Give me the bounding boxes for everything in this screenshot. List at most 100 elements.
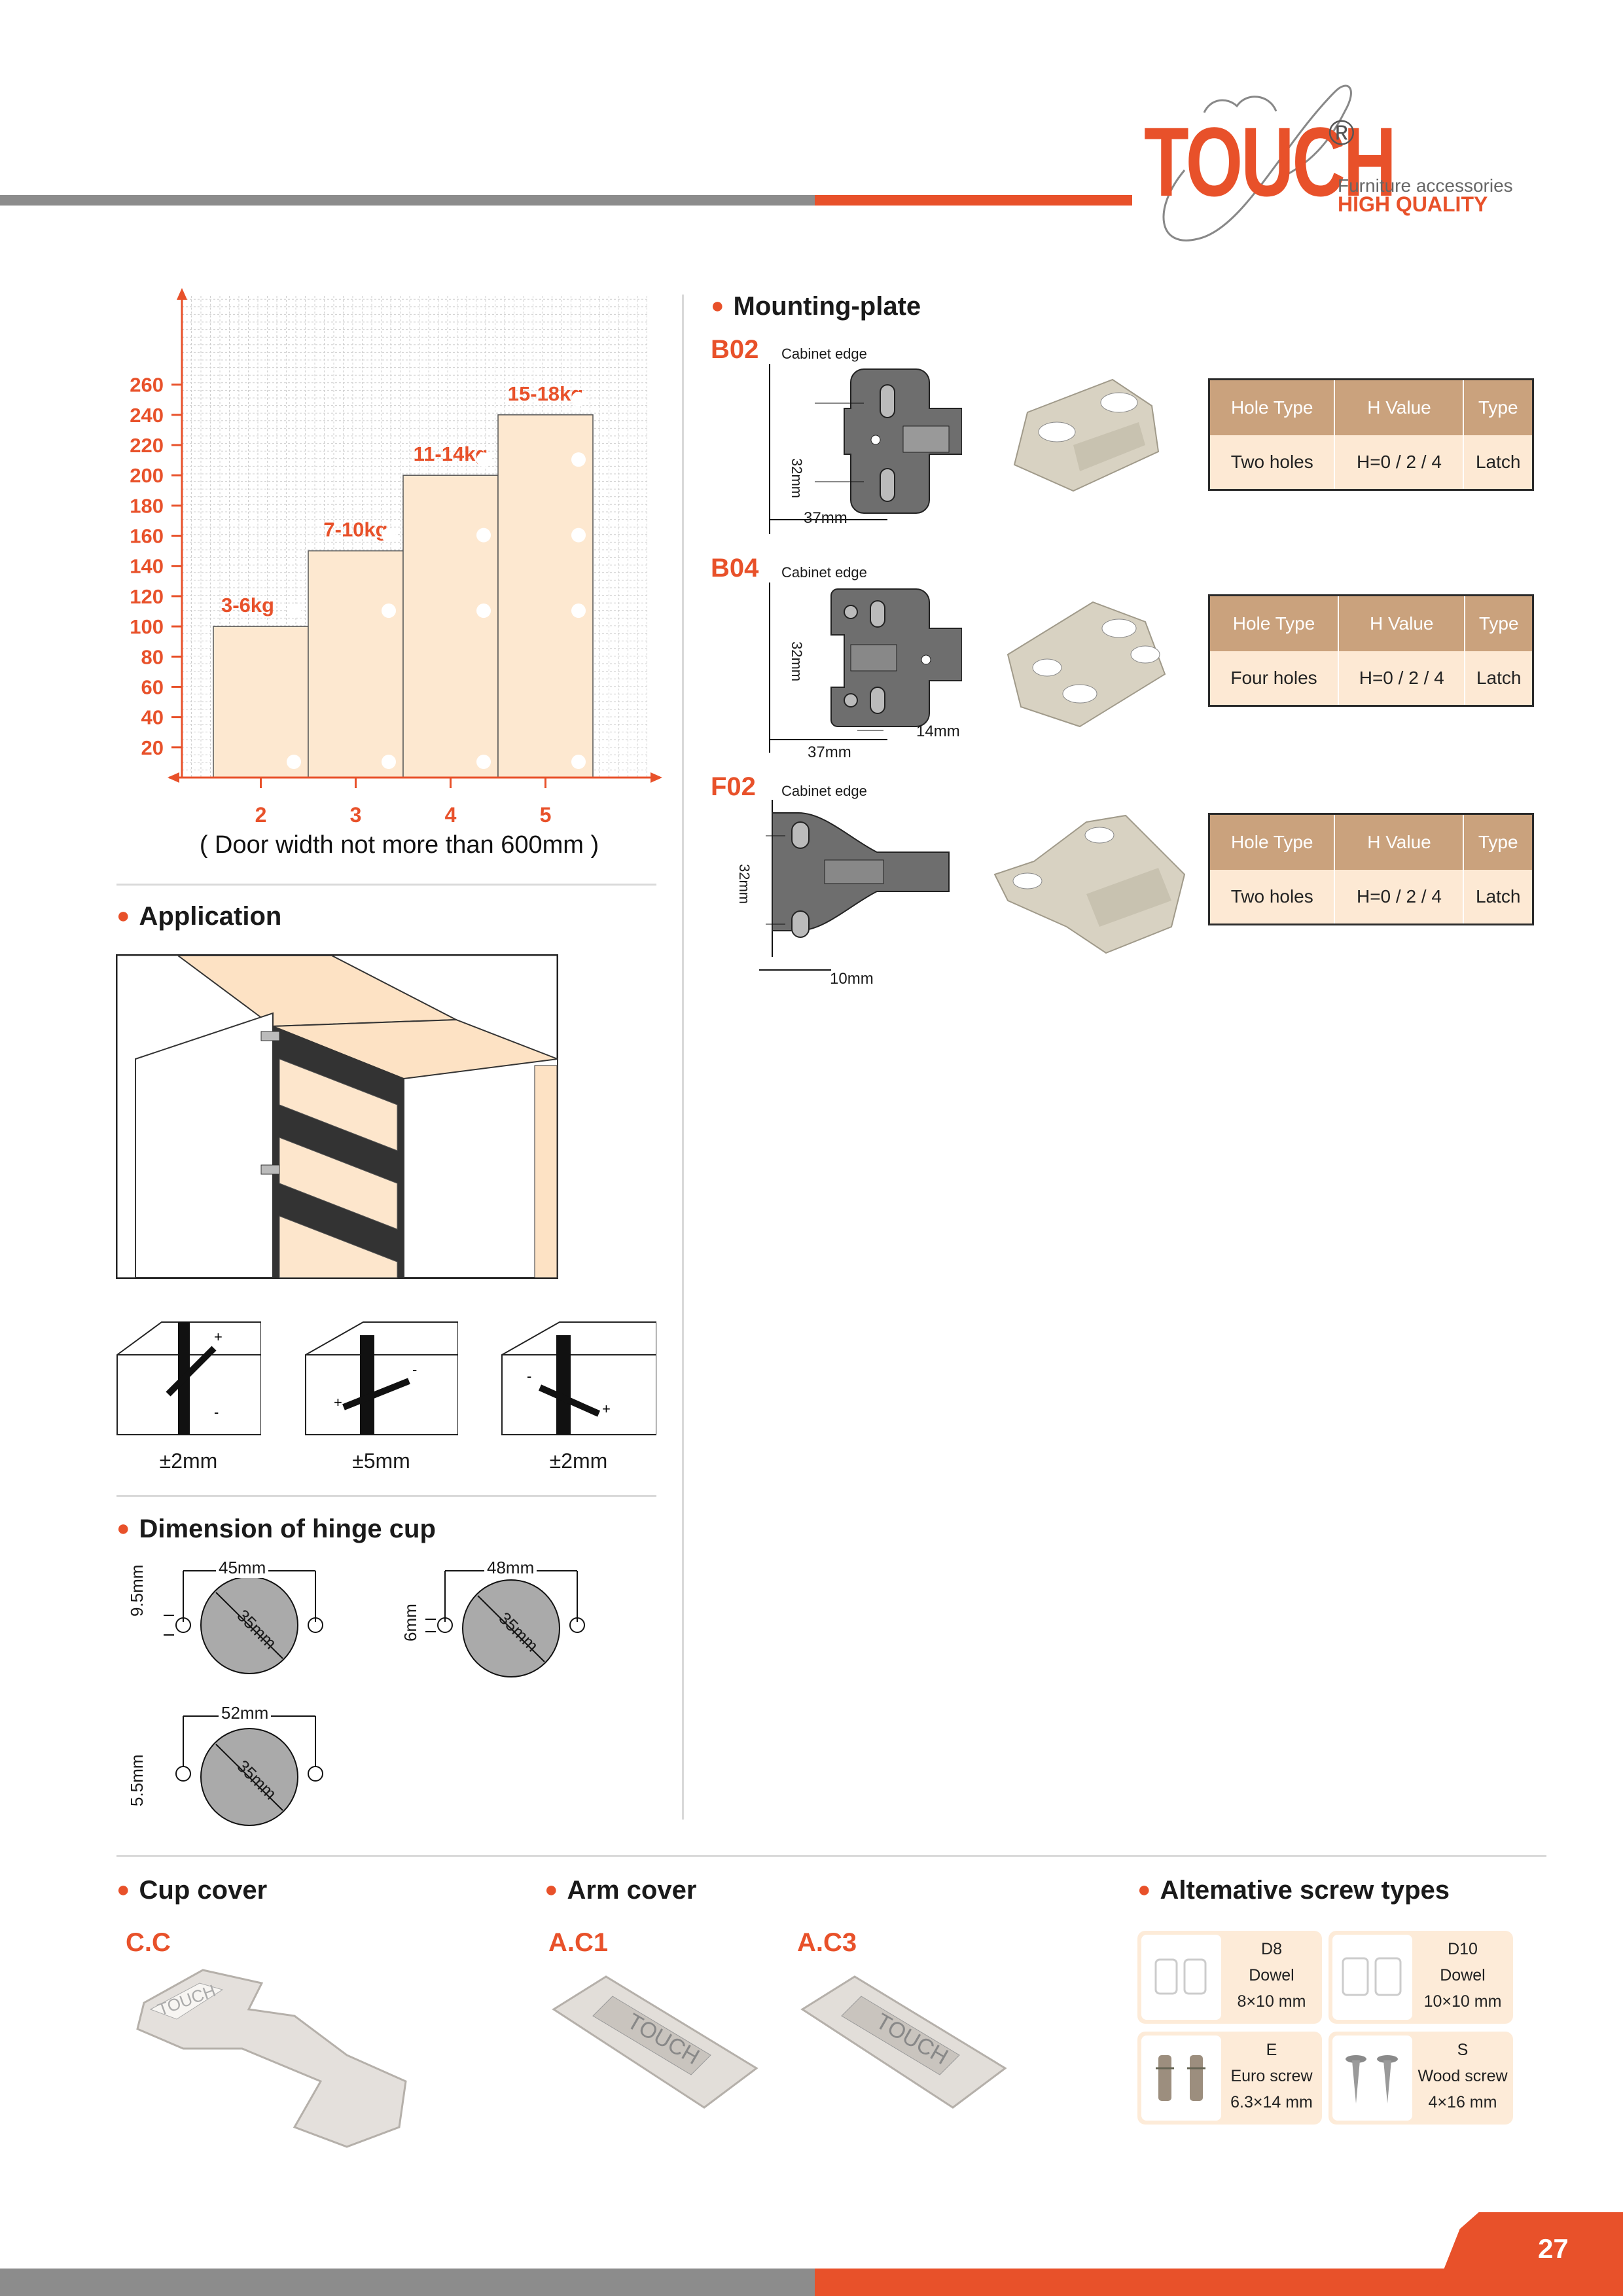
cell-h-value: H=0 / 2 / 4 [1334,870,1464,925]
plate-b04-height: 32mm [789,641,805,682]
hinge-dot [476,603,491,619]
adjust-side-icon: +- [305,1321,458,1435]
x-tick-label: 4 [445,803,457,827]
adjust-depth-icon: +- [116,1321,261,1435]
svg-text:+: + [334,1394,342,1410]
svg-text:-: - [527,1368,531,1384]
arm-cover-title: ●Arm cover [544,1876,697,1905]
adjust-label-2: ±5mm [352,1449,410,1473]
bar-label: 15-18kg [508,382,583,405]
hinge-cup-title: ●Dimension of hinge cup [116,1515,436,1543]
plate-f02-drawing [759,800,950,971]
cabinet-edge-label: Cabinet edge [781,783,867,799]
adjust-label-1: ±2mm [159,1449,218,1473]
application-cabinet-illustration [116,954,558,1279]
cup-cover-title: ●Cup cover [116,1876,268,1905]
cell-type: Latch [1463,435,1533,490]
header-hole-type: Hole Type [1209,595,1339,651]
bar-label: 11-14kg [414,442,488,465]
hinge-cup-diagram [425,1570,585,1677]
vertical-divider [682,295,684,1820]
x-tick-label: 3 [350,803,362,827]
load-bar [402,475,499,778]
plate-b02-drawing [769,364,962,534]
screw-size: 4×16 mm [1428,2093,1497,2111]
hinge-cup-diagram [164,1570,323,1674]
cell-type: Latch [1464,651,1533,706]
y-tick-label: 40 [141,706,164,729]
cell-h-value: H=0 / 2 / 4 [1338,651,1465,706]
plate-code-f02: F02 [711,772,756,801]
svg-text:-: - [214,1404,219,1420]
header-type: Type [1464,595,1533,651]
screw-code: D8 [1261,1940,1282,1958]
screw-size: 10×10 mm [1423,1992,1502,2011]
cup-width-label: 48mm [484,1558,537,1578]
y-tick-label: 60 [141,675,164,698]
x-axis-left-arrow-icon [168,772,179,783]
screw-name: Wood screw [1418,2067,1508,2085]
logo-tagline-1: Furniture accessories [1338,175,1513,196]
screw-card-s: S Wood screw 4×16 mm [1329,2032,1513,2125]
footer-bar-gray [0,2269,815,2296]
plate-f02-photo [993,814,1186,954]
screw-code: S [1457,2041,1469,2059]
header-type: Type [1463,814,1533,870]
y-tick-label: 80 [141,645,164,668]
divider-1 [116,884,656,886]
adjust-height-icon: -+ [501,1321,656,1435]
bar-label: 7-10kg [323,518,387,541]
dowel-icon [1141,1935,1221,2020]
y-axis-arrow-icon [177,288,187,300]
load-bar [308,550,404,778]
svg-text:+: + [214,1329,223,1345]
logo-swoosh-icon [1162,84,1352,242]
screw-code: D10 [1448,1940,1478,1958]
hinge-dot [476,755,491,769]
cabinet-edge-label: Cabinet edge [781,346,867,362]
arm-cover-code-2: A.C3 [797,1928,857,1957]
hinge-dot [382,528,396,543]
plate-code-b02: B02 [711,335,759,364]
cell-hole-type: Four holes [1209,651,1339,706]
bar-label: 3-6kg [221,594,274,617]
screw-size: 6.3×14 mm [1230,2093,1313,2111]
application-title: ●Application [116,902,282,931]
euro-screw-icon [1141,2036,1221,2121]
logo-tagline-2: HIGH QUALITY [1338,192,1488,216]
svg-text:+: + [602,1401,611,1417]
x-axis-arrow-icon [651,772,662,783]
arm-cover-photo-2: TOUCH [800,1975,1007,2109]
header-bar-orange [815,195,1132,206]
hinge-dot [571,603,586,619]
registered-mark: ® [1329,113,1355,152]
screw-name: Euro screw [1230,2067,1313,2085]
header-type: Type [1463,379,1533,435]
hinge-cup-1: 45mm 9.5mm 35mm [127,1556,340,1687]
screw-name: Dowel [1249,1966,1294,1984]
arm-cover-photo-1: TOUCH [552,1975,758,2109]
header-hole-type: Hole Type [1209,814,1335,870]
mounting-plate-title: ●Mounting-plate [711,292,921,321]
hinge-dot [476,452,491,467]
hinge-cup-2: 48mm 6mm 35mm [393,1556,602,1687]
y-tick-label: 200 [130,464,164,487]
x-tick-label: 5 [540,803,552,827]
y-tick-label: 160 [130,525,164,548]
header-bar-gray [0,195,815,206]
hinge-dot [571,755,586,769]
cell-hole-type: Two holes [1209,870,1335,925]
hinge-dot [571,391,586,406]
hinge-dot [571,528,586,543]
load-chart: 3-6kg27-10kg311-14kg415-18kg520406080100… [130,288,662,827]
plate-f02-width: 10mm [830,970,874,988]
cup-depth-label: 5.5mm [127,1754,147,1806]
y-tick-label: 240 [130,404,164,427]
plate-b04-drawing [769,583,962,753]
screw-size: 8×10 mm [1237,1992,1306,2011]
cell-h-value: H=0 / 2 / 4 [1334,435,1464,490]
